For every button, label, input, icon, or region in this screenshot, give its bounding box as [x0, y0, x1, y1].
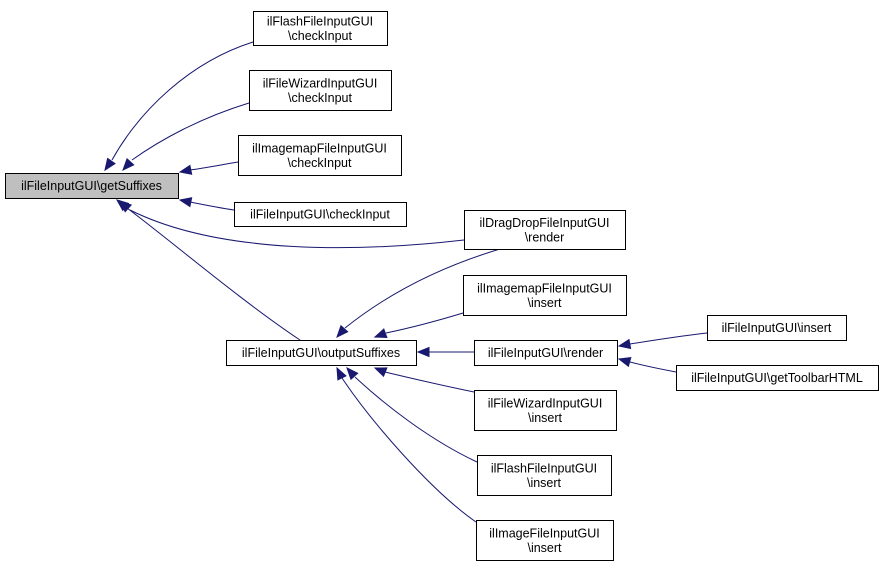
nodes-layer: ilFileInputGUI\getSuffixes ilFlashFileInp… — [5, 11, 879, 561]
edge-outputSuffixes-to-getSuffixes — [115, 199, 301, 341]
node-flashCheck[interactable]: ilFlashFileInputGUI\checkInput — [253, 11, 388, 46]
edge-line — [131, 102, 250, 161]
node-label: ilFileInputGUI\getSuffixes — [21, 179, 162, 193]
node-flashInsert[interactable]: ilFlashFileInputGUI\insert — [477, 455, 612, 496]
arrowhead-icon — [178, 197, 193, 208]
edge-wizardCheck-to-getSuffixes — [122, 102, 250, 171]
node-box[interactable] — [474, 390, 617, 431]
node-box[interactable] — [234, 202, 407, 227]
node-box[interactable] — [253, 11, 388, 46]
edge-line — [189, 161, 239, 171]
node-box[interactable] — [676, 365, 879, 391]
node-label: ilFileWizardInputGUI — [263, 76, 378, 90]
node-label: ilFileInputGUI\render — [488, 346, 603, 360]
node-label: ilFileInputGUI\checkInput — [250, 208, 390, 222]
node-box[interactable] — [464, 210, 626, 250]
node-label: \checkInput — [288, 156, 352, 170]
node-label: \insert — [527, 476, 562, 490]
node-label: \insert — [527, 296, 562, 310]
node-label: ilFileInputGUI\insert — [722, 321, 832, 335]
edge-line — [111, 41, 254, 161]
edge-imageInsert-to-outputSuffixes — [336, 366, 477, 523]
arrowhead-icon — [373, 367, 388, 378]
edge-line — [354, 376, 478, 463]
node-box[interactable] — [226, 340, 417, 366]
node-label: \checkInput — [288, 91, 352, 105]
node-outputSuffixes[interactable]: ilFileInputGUI\outputSuffixes — [226, 340, 417, 366]
edge-line — [629, 361, 677, 373]
edge-flashCheck-to-getSuffixes — [104, 41, 254, 172]
node-wizardInsert[interactable]: ilFileWizardInputGUI\insert — [474, 390, 617, 431]
node-label: ilImageFileInputGUI — [489, 526, 599, 540]
node-label: \insert — [528, 411, 563, 425]
edge-flashInsert-to-outputSuffixes — [346, 367, 478, 463]
edge-imagemapInsert-to-outputSuffixes — [373, 312, 464, 338]
edge-line — [385, 312, 464, 334]
node-label: ilImagemapFileInputGUI — [477, 281, 612, 295]
edge-line — [126, 207, 301, 341]
edge-fileInsert-to-fileRender — [617, 332, 708, 350]
arrowhead-icon — [115, 199, 130, 212]
node-box[interactable] — [707, 315, 847, 341]
arrowhead-icon — [336, 324, 349, 338]
node-label: ilFileWizardInputGUI — [488, 396, 603, 410]
arrowhead-icon — [122, 157, 135, 171]
node-label: ilFileInputGUI\outputSuffixes — [242, 346, 400, 360]
node-box[interactable] — [476, 520, 614, 561]
arrowhead-icon — [416, 346, 430, 358]
node-box[interactable] — [249, 70, 392, 111]
node-label: ilImagemapFileInputGUI — [252, 141, 387, 155]
edge-line — [384, 371, 475, 393]
node-label: ilFlashFileInputGUI — [267, 14, 373, 28]
node-label: ilFileInputGUI\getToolbarHTML — [691, 371, 863, 385]
node-fileRender[interactable]: ilFileInputGUI\render — [474, 340, 618, 366]
edge-imagemapCheck-to-getSuffixes — [178, 161, 239, 175]
edges-layer — [104, 41, 708, 523]
edge-line — [341, 377, 477, 523]
node-box[interactable] — [477, 455, 612, 496]
node-label: ilDragDropFileInputGUI — [480, 216, 610, 230]
node-imageInsert[interactable]: ilImageFileInputGUI\insert — [476, 520, 614, 561]
node-label: \insert — [527, 541, 562, 555]
edge-wizardInsert-to-outputSuffixes — [373, 367, 475, 393]
node-imagemapInsert[interactable]: ilImagemapFileInputGUI\insert — [463, 275, 627, 316]
edge-fileCheck-to-getSuffixes — [178, 197, 235, 211]
node-getSuffixes[interactable]: ilFileInputGUI\getSuffixes — [5, 173, 179, 199]
node-box[interactable] — [463, 275, 627, 316]
arrowhead-icon — [373, 328, 388, 338]
node-wizardCheck[interactable]: ilFileWizardInputGUI\checkInput — [249, 70, 392, 111]
arrowhead-icon — [336, 366, 347, 381]
node-fileCheck[interactable]: ilFileInputGUI\checkInput — [234, 202, 407, 227]
edge-line — [629, 332, 708, 345]
arrowhead-icon — [104, 157, 116, 172]
node-box[interactable] — [474, 340, 618, 366]
edge-line — [344, 248, 501, 329]
node-box[interactable] — [238, 135, 402, 176]
node-box[interactable] — [5, 173, 179, 199]
edge-fileRender-to-outputSuffixes — [416, 346, 474, 358]
arrowhead-icon — [178, 164, 193, 175]
node-imagemapCheck[interactable]: ilImagemapFileInputGUI\checkInput — [238, 135, 402, 176]
edge-toolbar-to-fileRender — [617, 356, 677, 373]
node-dragRender[interactable]: ilDragDropFileInputGUI\render — [464, 210, 626, 250]
node-label: \render — [525, 230, 565, 244]
arrowhead-icon — [617, 338, 632, 350]
node-label: \checkInput — [288, 29, 352, 43]
node-toolbar[interactable]: ilFileInputGUI\getToolbarHTML — [676, 365, 879, 391]
arrowhead-icon — [346, 367, 359, 381]
edge-line — [189, 201, 235, 211]
edge-line — [129, 209, 465, 249]
edge-dragRender-to-outputSuffixes — [336, 248, 501, 338]
node-fileInsert[interactable]: ilFileInputGUI\insert — [707, 315, 847, 341]
node-label: ilFlashFileInputGUI — [491, 461, 597, 475]
arrowhead-icon — [617, 356, 632, 368]
